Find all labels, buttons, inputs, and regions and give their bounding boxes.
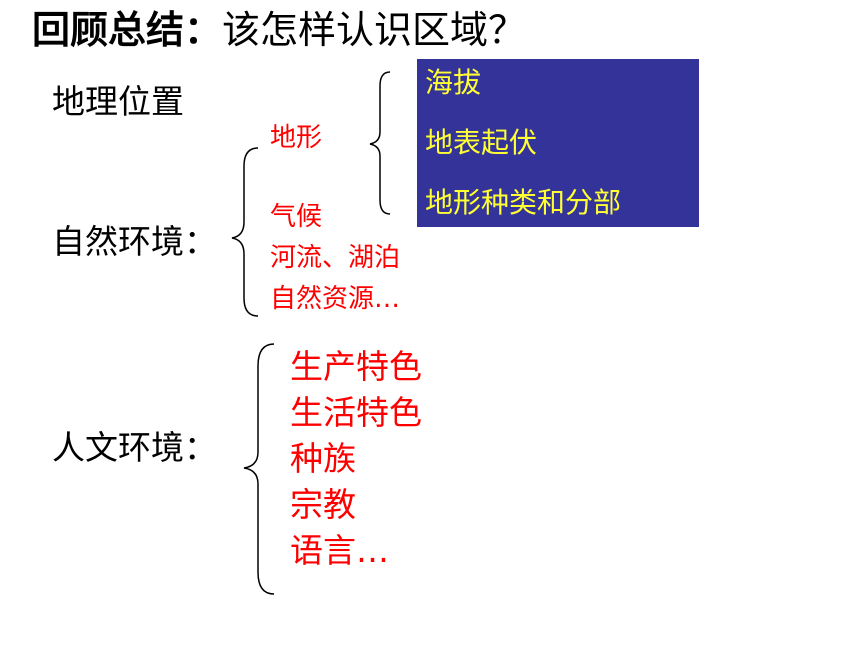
natural-item-rivers: 河流、湖泊 bbox=[270, 243, 401, 273]
human-item-production: 生产特色 bbox=[290, 347, 422, 386]
human-label: 人文环境： bbox=[52, 428, 217, 467]
terrain-details-box: 海拔 地表起伏 地形种类和分部 bbox=[417, 59, 699, 227]
terrain-detail-types: 地形种类和分部 bbox=[425, 186, 622, 219]
natural-brace bbox=[231, 147, 259, 317]
human-item-race: 种族 bbox=[290, 439, 356, 478]
human-brace bbox=[243, 343, 275, 595]
title-prefix: 回顾总结： bbox=[32, 8, 223, 52]
human-item-language: 语言… bbox=[290, 531, 389, 570]
slide-title: 回顾总结：该怎样认识区域？ bbox=[32, 8, 526, 52]
natural-item-climate: 气候 bbox=[270, 202, 323, 232]
natural-label: 自然环境： bbox=[52, 222, 217, 261]
terrain-detail-altitude: 海拔 bbox=[425, 66, 482, 99]
terrain-brace bbox=[369, 71, 391, 215]
natural-item-terrain: 地形 bbox=[270, 123, 323, 153]
natural-item-resources: 自然资源… bbox=[270, 284, 401, 314]
title-question: 该怎样认识区域？ bbox=[222, 8, 527, 52]
human-item-religion: 宗教 bbox=[290, 485, 356, 524]
location-label: 地理位置 bbox=[52, 82, 184, 121]
human-item-lifestyle: 生活特色 bbox=[290, 393, 422, 432]
terrain-detail-relief: 地表起伏 bbox=[425, 126, 538, 159]
